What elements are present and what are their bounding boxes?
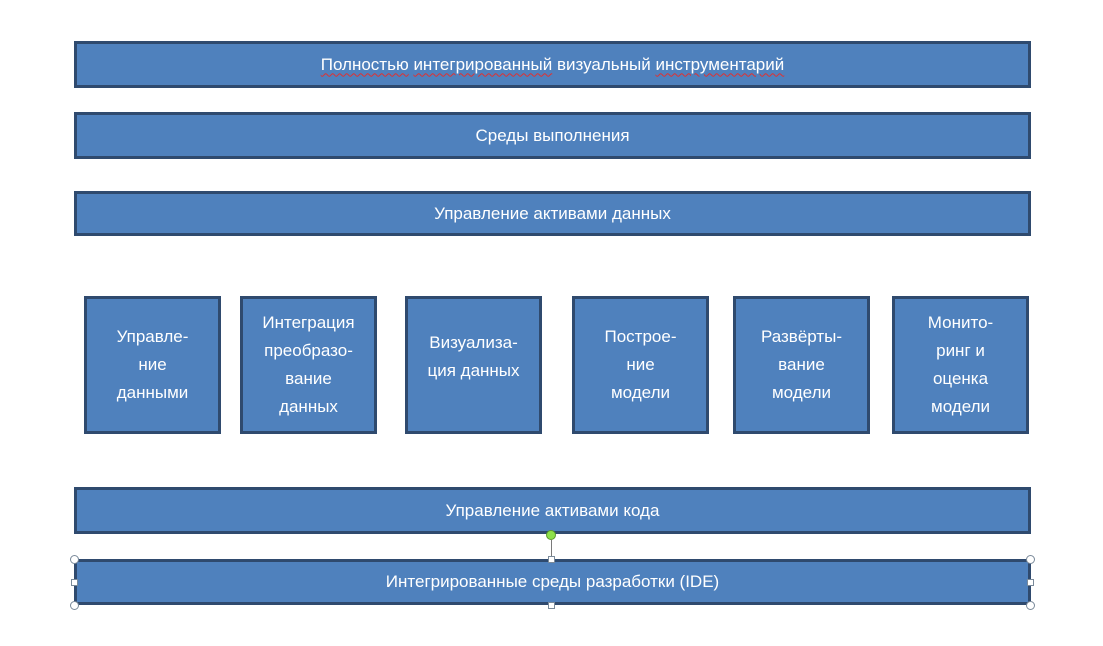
rotation-handle[interactable] [546,530,556,540]
layer-integrated-visual-toolkit[interactable]: Полностью интегрированный визуальный инс… [74,41,1031,88]
box-line: данных [279,397,338,416]
box-model-monitoring[interactable]: Монито- ринг и оценка модели [892,296,1029,434]
box-line: Монито- [927,313,994,332]
box-model-building[interactable]: Построе- ние модели [572,296,709,434]
box-line: данными [116,383,189,402]
word-4: инструментарий [655,54,785,74]
box-line: ние [138,355,167,374]
box-line: ция данных [427,361,520,380]
resize-handle-bottom-right[interactable] [1026,601,1035,610]
box-line: модели [931,397,990,416]
resize-handle-top[interactable] [548,556,555,563]
layer-data-asset-management-label: Управление активами данных [434,203,671,223]
box-line: вание [285,369,332,388]
box-data-integration-label: Интеграция преобразо- вание данных [262,309,354,421]
box-line: Визуализа- [429,333,518,352]
box-line: оценка [932,369,989,388]
resize-handle-bottom-left[interactable] [70,601,79,610]
rotation-connector-line [551,540,552,558]
resize-handle-top-right[interactable] [1026,555,1035,564]
word-2: интегрированный [413,54,553,74]
layer-runtime-environments-label: Среды выполнения [475,125,630,145]
layer-runtime-environments[interactable]: Среды выполнения [74,112,1031,159]
box-model-deployment-label: Развёрты- вание модели [761,323,842,407]
box-line: Развёрты- [760,327,843,346]
layer-data-asset-management[interactable]: Управление активами данных [74,191,1031,236]
box-model-building-label: Построе- ние модели [605,323,677,407]
layer-ide-label: Интегрированные среды разработки (IDE) [385,572,720,591]
box-line: Управле- [116,327,189,346]
box-data-integration[interactable]: Интеграция преобразо- вание данных [240,296,377,434]
box-data-visualization-label: Визуализа- ция данных [427,329,519,385]
box-data-management[interactable]: Управле- ние данными [84,296,221,434]
box-data-visualization[interactable]: Визуализа- ция данных [405,296,542,434]
box-line: ние [626,355,655,374]
box-line: модели [610,383,670,402]
box-line: модели [771,383,831,402]
resize-handle-right[interactable] [1027,579,1034,586]
layer-code-asset-management[interactable]: Управление активами кода [74,487,1031,534]
resize-handle-top-left[interactable] [70,555,79,564]
box-line: ринг и [936,341,985,360]
box-line: вание [778,355,825,374]
layer-ide[interactable]: Интегрированные среды разработки (IDE) [74,559,1031,605]
word-3: визуальный [556,54,651,74]
box-line: Построе- [604,327,677,346]
resize-handle-left[interactable] [71,579,78,586]
box-line: преобразо- [264,341,353,360]
resize-handle-bottom[interactable] [548,602,555,609]
box-model-deployment[interactable]: Развёрты- вание модели [733,296,870,434]
box-data-management-label: Управле- ние данными [117,323,189,407]
layer-code-asset-management-label: Управление активами кода [445,500,660,520]
layer-integrated-visual-toolkit-label: Полностью интегрированный визуальный инс… [321,51,785,79]
box-line: Интеграция [262,313,355,332]
word-1: Полностью [320,54,409,74]
box-model-monitoring-label: Монито- ринг и оценка модели [928,309,993,421]
